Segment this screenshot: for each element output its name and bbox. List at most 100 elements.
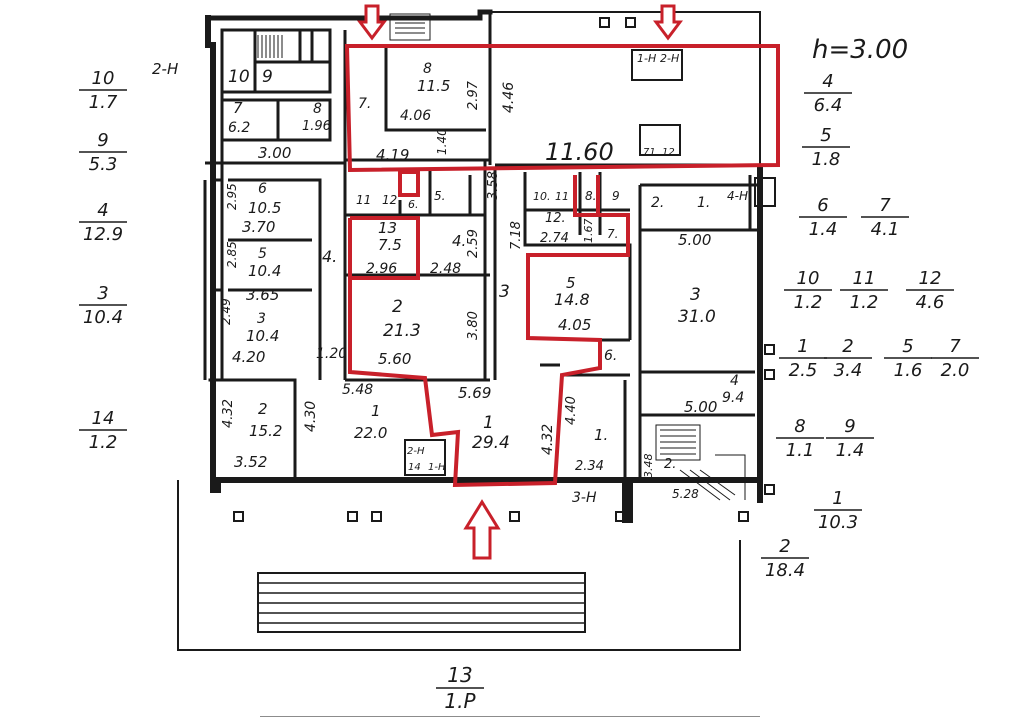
area-legend-item: 310.4 xyxy=(79,283,127,328)
legend-room-number: 1 xyxy=(797,336,808,357)
area-legend-item: 101.2 xyxy=(784,268,832,313)
room-label-500a: 5.00 xyxy=(678,231,711,249)
room-label-248: 2.48 xyxy=(430,261,461,277)
room-label-5-small: 5. xyxy=(434,189,445,203)
area-legend-item: 81.1 xyxy=(776,416,824,461)
room-label-300: 3.00 xyxy=(258,144,291,162)
room-label-296: 2.96 xyxy=(366,261,397,277)
room-label-1-bc: 1 xyxy=(483,413,494,433)
legend-room-number: 4 xyxy=(822,71,833,92)
area-legend-item: 218.4 xyxy=(761,536,809,581)
legend-room-number: 8 xyxy=(794,416,805,437)
room-label-12-s: 12. xyxy=(545,211,566,226)
room-label-446: 4.46 xyxy=(501,82,517,113)
room-label-234: 2.34 xyxy=(575,459,604,474)
room-label-1-r: 1. xyxy=(697,195,710,211)
highlight-outline xyxy=(344,44,780,488)
room-label-13: 13 xyxy=(378,219,397,237)
room-label-8-s: 8. xyxy=(585,189,596,203)
legend-room-area: 18.4 xyxy=(765,560,805,581)
room-label-152: 15.2 xyxy=(249,422,282,440)
area-legend-item: 141.2 xyxy=(79,408,127,453)
room-label-274: 2.74 xyxy=(540,231,569,246)
area-legend-item: 46.4 xyxy=(804,71,852,116)
room-label-2-big: 2 xyxy=(392,297,403,317)
room-label-104a: 10.4 xyxy=(248,262,281,280)
area-legend-item: 95.3 xyxy=(79,130,127,175)
room-label-104b: 10.4 xyxy=(246,327,279,345)
room-label-9-tl: 9 xyxy=(262,67,273,87)
legend-room-area: 1.6 xyxy=(894,360,923,381)
room-label-310: 31.0 xyxy=(678,307,716,327)
room-label-75: 7.5 xyxy=(378,236,402,254)
room-label-5-num: 5 xyxy=(258,246,267,262)
terrace xyxy=(177,480,760,717)
room-label-3-rr: 3 xyxy=(690,285,701,305)
room-label-213: 21.3 xyxy=(383,321,421,341)
room-label-4-mid: 4. xyxy=(452,232,466,250)
legend-room-number: 2 xyxy=(842,336,853,357)
room-label-11: 11 xyxy=(356,193,371,207)
legend-room-number: 7 xyxy=(949,336,961,357)
room-label-3n: 3-Н xyxy=(572,490,597,506)
legend-room-number: 10 xyxy=(92,68,115,89)
area-legend-item: 412.9 xyxy=(79,200,127,245)
area-legend-item: 91.4 xyxy=(826,416,874,461)
room-label-10-tl: 10 xyxy=(228,67,250,87)
arrow-bottom-icon xyxy=(463,499,501,560)
room-label-115: 11.5 xyxy=(417,77,450,95)
legend-room-area: 5.3 xyxy=(89,154,118,175)
legend-room-area: 1.2 xyxy=(850,292,879,313)
legend-room-number: 6 xyxy=(817,195,828,216)
room-label-1h-b: 1-Н xyxy=(428,462,446,473)
room-label-2-r: 2. xyxy=(651,195,664,211)
legend-room-area: 1.2 xyxy=(89,432,118,453)
room-label-2n: 2-Н xyxy=(660,52,679,65)
area-legend-item: 111.2 xyxy=(840,268,888,313)
area-legend-item: 51.8 xyxy=(802,125,850,170)
room-label-440: 4.40 xyxy=(564,396,579,425)
stairs xyxy=(257,13,746,501)
legend-room-number: 4 xyxy=(97,200,108,221)
room-label-8-r: 8 xyxy=(423,61,432,77)
room-label-140: 1.40 xyxy=(435,128,449,155)
entry-arrows xyxy=(357,4,683,560)
room-label-5-r: 5 xyxy=(566,274,576,292)
legend-room-area: 1.4 xyxy=(809,219,838,240)
area-legend-item: 61.4 xyxy=(799,195,847,240)
room-label-430: 4.30 xyxy=(303,401,319,432)
room-label-1-bl: 1 xyxy=(371,402,381,420)
area-legend-item: 131.P xyxy=(436,663,484,713)
legend-room-number: 1 xyxy=(832,488,843,509)
room-label-7-r: 7. xyxy=(358,96,371,112)
legend-room-area: 4.6 xyxy=(916,292,945,313)
room-label-8-top: 8 xyxy=(313,101,322,117)
room-label-718: 7.18 xyxy=(509,221,524,250)
legend-room-number: 5 xyxy=(902,336,913,357)
area-legend-item: 12.5 xyxy=(779,336,827,381)
room-label-4-corr: 4. xyxy=(322,247,337,266)
room-label-120: 1.20 xyxy=(316,346,347,362)
legend-room-number: 9 xyxy=(97,130,108,151)
area-legend: 101.795.3412.9310.4141.246.451.861.474.1… xyxy=(79,68,979,713)
arrow-top-left-icon xyxy=(357,4,387,41)
area-legend-item: 101.7 xyxy=(79,68,127,113)
room-label-6-num: 6 xyxy=(258,181,267,197)
legend-room-area: 6.4 xyxy=(814,95,843,116)
room-label-196: 1.96 xyxy=(302,119,331,134)
legend-room-number: 12 xyxy=(919,268,942,289)
room-label-528: 5.28 xyxy=(672,487,699,501)
room-label-297: 2.97 xyxy=(466,80,481,110)
area-legend-item: 51.6 xyxy=(884,336,932,381)
room-label-9-s: 9 xyxy=(612,189,620,203)
room-label-2-bl: 2 xyxy=(258,400,268,418)
legend-room-number: 5 xyxy=(820,125,831,146)
room-label-4-rr: 4 xyxy=(730,373,739,389)
legend-room-number: 9 xyxy=(844,416,855,437)
legend-room-area: 2.5 xyxy=(789,360,818,381)
room-label-10-s: 10. xyxy=(533,190,551,203)
room-label-4n: 4-Н xyxy=(727,189,748,203)
room-label-220: 22.0 xyxy=(354,424,387,442)
